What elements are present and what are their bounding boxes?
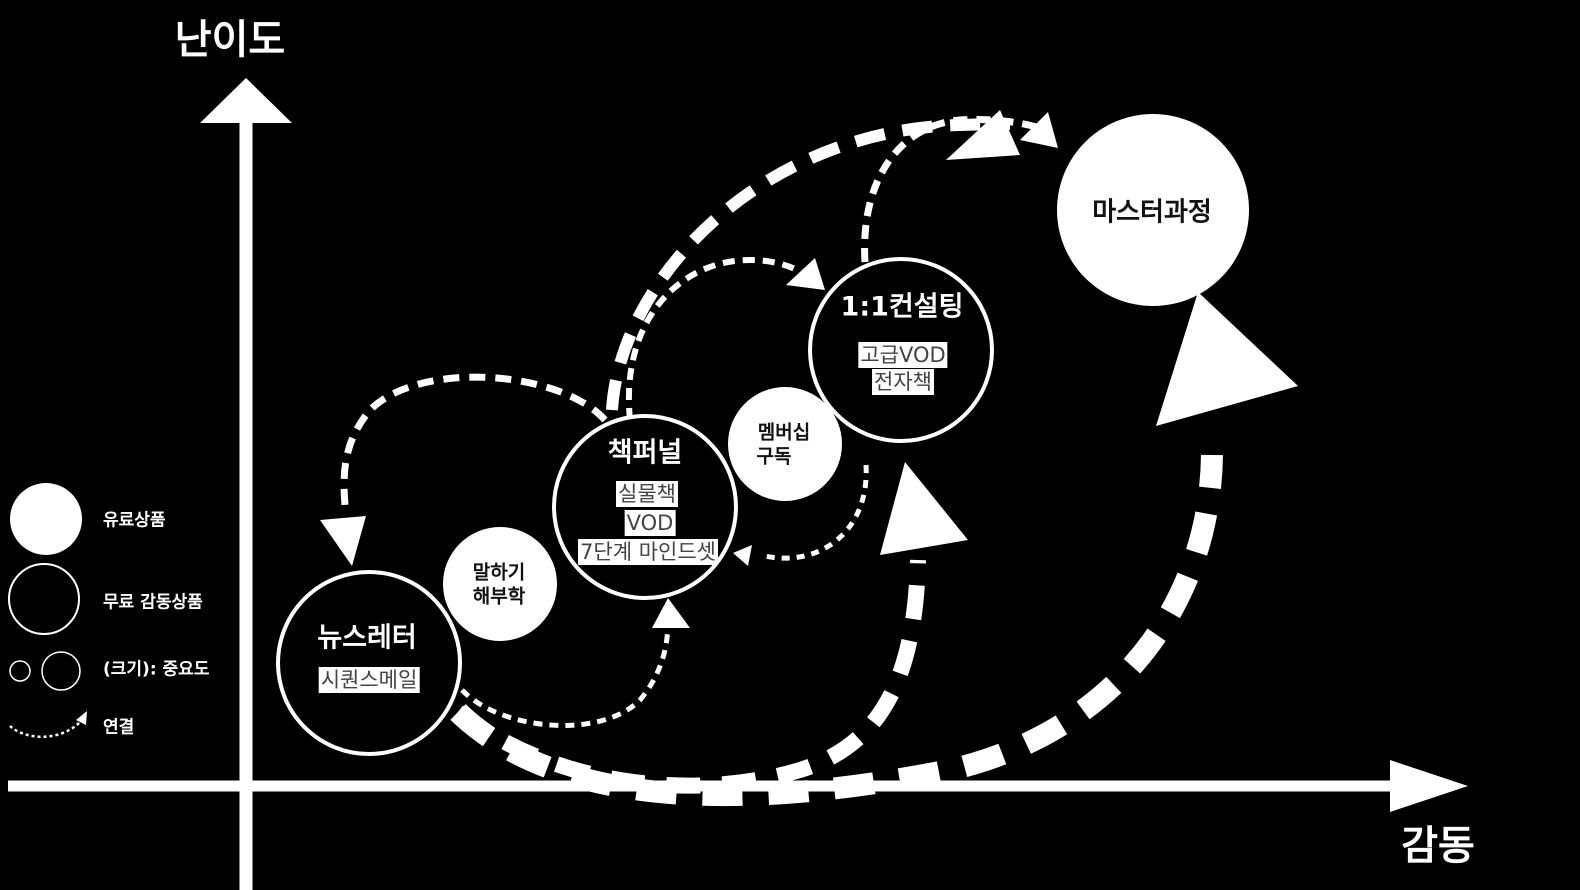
link-newsletter-to-master <box>450 454 1223 807</box>
link-consult-to-master <box>861 115 1042 263</box>
y-axis-label: 난이도 <box>174 17 286 63</box>
book-item: 실물책 <box>616 481 678 507</box>
arrowhead-icon <box>320 516 366 566</box>
legend-small-circle-icon <box>9 660 31 682</box>
legend-link-label: 연결 <box>103 717 135 738</box>
link-newsletter-to-consult <box>453 559 926 794</box>
membership-title-2: 구독 <box>756 445 792 468</box>
speech-title-2: 해부학 <box>472 585 526 608</box>
node-membership <box>728 387 842 501</box>
link-consult-to-book <box>759 464 869 561</box>
legend-arrowhead-icon <box>76 711 87 725</box>
newsletter-title: 뉴스레터 <box>317 622 417 654</box>
arrowhead-icon <box>652 598 690 628</box>
legend-free-label: 무료 감동상품 <box>103 592 203 613</box>
node-newsletter <box>276 570 462 756</box>
consulting-title: 1:1컨설팅 <box>840 291 964 323</box>
arrowhead-icon <box>1020 112 1058 148</box>
node-speech <box>443 527 557 641</box>
book-item: VOD <box>624 510 676 536</box>
consulting-item: 전자책 <box>872 369 934 395</box>
membership-title-1: 멤버십 <box>757 421 811 444</box>
master-title: 마스터과정 <box>1092 197 1212 228</box>
link-book-to-newsletter <box>340 373 608 506</box>
consulting-item: 고급VOD <box>858 342 948 368</box>
legend-free-icon <box>8 563 80 635</box>
arrowhead-icon <box>946 110 1020 160</box>
newsletter-item: 시퀀스메일 <box>318 667 420 693</box>
legend-paid-label: 유료상품 <box>103 510 166 531</box>
link-book-to-consult <box>625 256 812 421</box>
arrowhead-icon <box>733 545 752 566</box>
legend-size-label: (크기): 중요도 <box>103 659 210 680</box>
speech-title-1: 말하기 <box>472 561 526 584</box>
x-axis-label: 감동 <box>1401 823 1475 869</box>
y-axis-arrow-icon <box>200 78 292 123</box>
legend-link-icon <box>9 721 81 738</box>
legend-large-circle-icon <box>41 651 81 691</box>
node-master <box>1057 114 1249 306</box>
legend-paid-icon <box>10 483 82 555</box>
arrowhead-icon <box>880 462 968 555</box>
book-funnel-title: 책퍼널 <box>607 437 683 469</box>
arrowhead-icon <box>786 258 825 290</box>
book-item: 7단계 마인드셋 <box>578 539 718 565</box>
x-axis-arrow-icon <box>1390 760 1468 812</box>
arrowhead-icon <box>1156 292 1298 426</box>
